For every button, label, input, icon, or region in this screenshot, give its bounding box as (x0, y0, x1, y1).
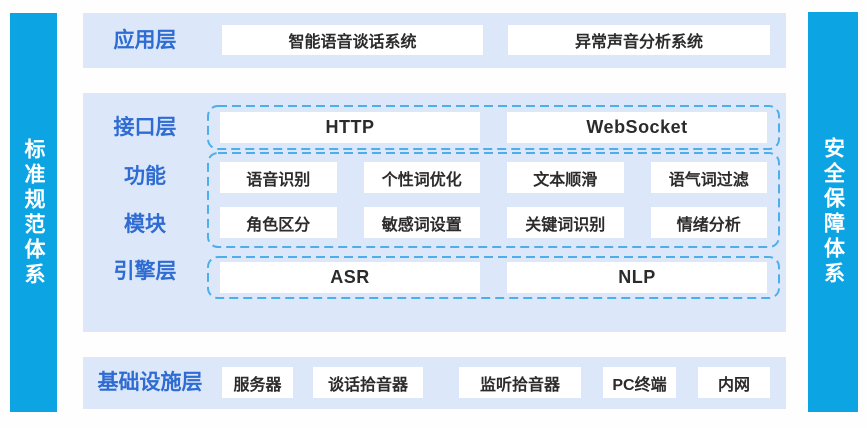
interface-layer-group: HTTP WebSocket (207, 105, 780, 150)
interface-row: HTTP WebSocket (207, 105, 780, 150)
application-layer-band: 应用层 智能语音谈话系统 异常声音分析系统 (83, 13, 786, 68)
engine-box-nlp: NLP (507, 262, 767, 293)
function-box-speech-recognition: 语音识别 (220, 162, 337, 193)
left-pillar-standards: 标准规范体系 (10, 13, 57, 412)
middle-layers-band: 接口层 功能 模块 引擎层 HTTP WebSocket 语音识别 个性词优化 … (83, 93, 786, 332)
infra-box-conversation-pickup: 谈话拾音器 (313, 367, 423, 398)
function-label-line2: 模块 (124, 213, 166, 236)
infrastructure-layer-band: 基础设施层 服务器 谈话拾音器 监听拾音器 PC终端 内网 (83, 357, 786, 409)
interface-layer-label: 接口层 (113, 116, 177, 139)
function-box-filler-word-filtering: 语气词过滤 (650, 162, 767, 193)
function-modules-group: 语音识别 个性词优化 文本顺滑 语气词过滤 角色区分 敏感词设置 关键词识别 情… (207, 152, 780, 248)
function-box-personalized-word-optimization: 个性词优化 (363, 162, 480, 193)
app-box-abnormal-sound-analysis-system: 异常声音分析系统 (508, 25, 770, 55)
function-box-role-separation: 角色区分 (220, 207, 337, 238)
function-box-keyword-recognition: 关键词识别 (507, 207, 624, 238)
infra-box-server: 服务器 (222, 367, 293, 398)
function-label-line1: 功能 (124, 165, 166, 188)
infra-box-intranet: 内网 (698, 367, 770, 398)
function-modules-grid: 语音识别 个性词优化 文本顺滑 语气词过滤 角色区分 敏感词设置 关键词识别 情… (207, 152, 780, 248)
right-pillar-security: 安全保障体系 (808, 12, 858, 412)
engine-layer-group: ASR NLP (207, 256, 780, 299)
app-box-intelligent-voice-conversation-system: 智能语音谈话系统 (222, 25, 483, 55)
right-pillar-label: 安全保障体系 (821, 137, 845, 287)
function-box-emotion-analysis: 情绪分析 (650, 207, 767, 238)
infrastructure-layer-label: 基础设施层 (97, 371, 203, 394)
function-box-text-smoothing: 文本顺滑 (507, 162, 624, 193)
engine-box-asr: ASR (220, 262, 480, 293)
function-row-2: 角色区分 敏感词设置 关键词识别 情绪分析 (220, 207, 767, 238)
engine-layer-label: 引擎层 (113, 260, 177, 283)
infra-box-monitoring-pickup: 监听拾音器 (459, 367, 581, 398)
function-box-sensitive-word-setting: 敏感词设置 (363, 207, 480, 238)
interface-box-http: HTTP (220, 112, 480, 143)
interface-box-websocket: WebSocket (507, 112, 767, 143)
left-pillar-label: 标准规范体系 (22, 137, 45, 288)
application-layer-label: 应用层 (113, 28, 177, 52)
engine-row: ASR NLP (207, 256, 780, 299)
function-row-1: 语音识别 个性词优化 文本顺滑 语气词过滤 (220, 162, 767, 193)
infra-box-pc-terminal: PC终端 (603, 367, 676, 398)
